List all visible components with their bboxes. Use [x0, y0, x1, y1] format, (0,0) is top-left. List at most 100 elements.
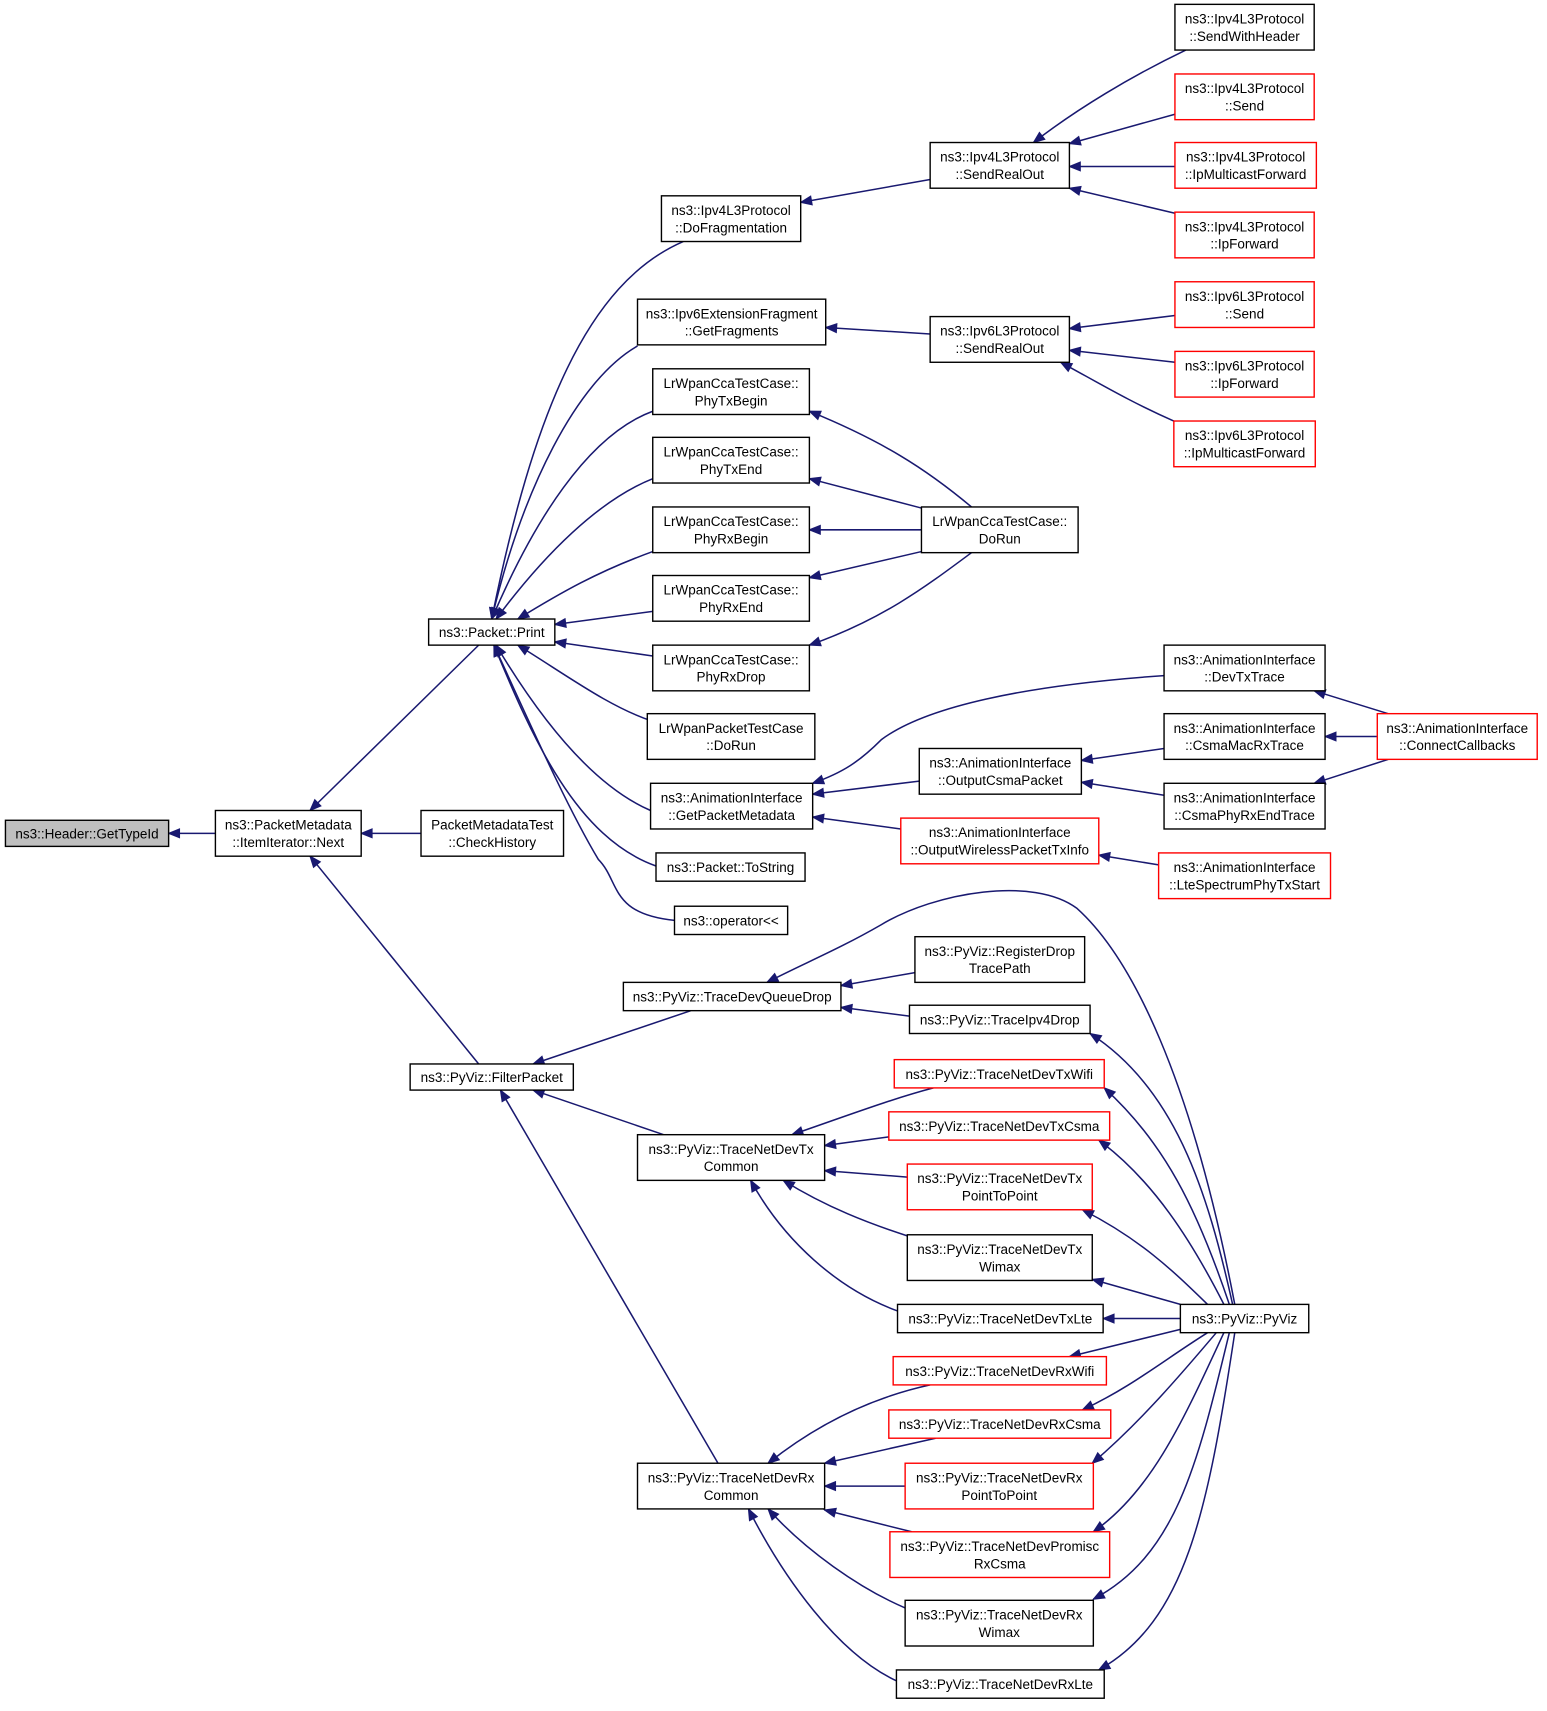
node-box [892, 1355, 1108, 1386]
node-label-line: ns3::Ipv4L3Protocol [671, 203, 790, 218]
node-label-line: ns3::Ipv4L3Protocol [1185, 11, 1304, 26]
node-anim-getpacketmetadata[interactable]: ns3::AnimationInterface::GetPacketMetada… [649, 782, 814, 830]
node-label-line: TracePath [969, 961, 1031, 976]
node-anim-outputwireless[interactable]: ns3::AnimationInterface::OutputWirelessP… [900, 817, 1100, 865]
node-pm-next[interactable]: ns3::PacketMetadata::ItemIterator::Next [214, 809, 362, 857]
edge-line [800, 178, 931, 204]
node-ipv6-ipmulticastforward[interactable]: ns3::Ipv6L3Protocol::IpMulticastForward [1173, 420, 1316, 468]
node-pyviz-tracenetdevtxwifi[interactable]: ns3::PyViz::TraceNetDevTxWifi [893, 1058, 1105, 1089]
node-anim-connectcallbacks[interactable]: ns3::AnimationInterface::ConnectCallback… [1376, 712, 1538, 761]
node-pyviz-pyviz[interactable]: ns3::PyViz::PyViz [1179, 1303, 1310, 1334]
node-pyviz-filterpacket[interactable]: ns3::PyViz::FilterPacket [409, 1063, 575, 1091]
node-packet-print[interactable]: ns3::Packet::Print [427, 618, 556, 646]
node-ipv4-ipforward[interactable]: ns3::Ipv4L3Protocol::IpForward [1174, 211, 1315, 259]
node-label-line: RxCsma [974, 1556, 1026, 1571]
edge-pyviz_tracenetdevrxwimax-to-pyviz_tracenetdevrxcommon [767, 1507, 906, 1609]
node-box [888, 1409, 1112, 1439]
node-pyviz-traceipv4drop[interactable]: ns3::PyViz::TraceIpv4Drop [908, 1004, 1091, 1035]
node-lrwpancca-phyrxbegin[interactable]: LrWpanCcaTestCase::PhyRxBegin [652, 506, 811, 554]
node-box [893, 1058, 1105, 1089]
node-label-line: ns3::Ipv4L3Protocol [1185, 81, 1304, 96]
node-label-line: LrWpanCcaTestCase:: [664, 376, 799, 391]
node-label-line: LrWpanPacketTestCase [659, 721, 804, 736]
arrowhead-icon [808, 410, 822, 421]
edge-pyviz_tracenetdevrxcsma-to-pyviz_tracenetdevrxcommon [823, 1437, 936, 1466]
arrowhead-icon [823, 1507, 837, 1518]
edge-line [824, 1509, 912, 1533]
edge-pyviz_registerdroptracepath-to-pyviz_tracedevqueuedrop [839, 971, 916, 989]
node-label-line: ns3::AnimationInterface [1174, 652, 1316, 667]
node-anim-ltespectrumphytxstart[interactable]: ns3::AnimationInterface::LteSpectrumPhyT… [1157, 852, 1332, 900]
node-box [914, 935, 1086, 984]
node-anim-csmamacrxtrace[interactable]: ns3::AnimationInterface::CsmaMacRxTrace [1163, 712, 1326, 761]
edge-line [491, 410, 654, 620]
node-label-line: LrWpanCcaTestCase:: [932, 514, 1067, 529]
node-ipv6-ipforward[interactable]: ns3::Ipv6L3Protocol::IpForward [1174, 350, 1315, 398]
node-label-line: ns3::PyViz::TraceNetDevRxCsma [899, 1417, 1101, 1432]
edge-pyviz_tracenetdevpromiscrxcsma-to-pyviz_tracenetdevrxcommon [823, 1507, 912, 1533]
node-ipv4-sendwithheader[interactable]: ns3::Ipv4L3Protocol::SendWithHeader [1174, 3, 1315, 51]
edge-anim_outputcsmapacket-to-anim_getpacketmetadata [811, 780, 920, 798]
edge-line [812, 780, 920, 795]
node-label-line: ::ConnectCallbacks [1399, 738, 1516, 753]
node-box [920, 506, 1079, 554]
node-box [214, 809, 362, 857]
node-anim-outputcsmapacket[interactable]: ns3::AnimationInterface::OutputCsmaPacke… [918, 747, 1083, 795]
arrowhead-icon [1032, 131, 1046, 144]
node-lrwpancca-dorun[interactable]: LrWpanCcaTestCase::DoRun [920, 506, 1079, 554]
edge-pyviz_pyviz-to-pyviz_tracenetdevtxlte [1101, 1313, 1181, 1324]
node-label-line: PointToPoint [962, 1189, 1038, 1204]
edge-ipv6_send-to-ipv6_sendrealout [1067, 314, 1176, 333]
edge-pyviz_pyviz-to-pyviz_tracenetdevrxwifi [1067, 1328, 1181, 1359]
node-lrwpancca-phytxbegin[interactable]: LrWpanCcaTestCase::PhyTxBegin [652, 368, 811, 416]
edge-line [490, 345, 638, 620]
arrowhead-icon [807, 476, 822, 487]
arrowhead-icon [167, 828, 181, 839]
node-ipv4-sendrealout[interactable]: ns3::Ipv4L3Protocol::SendRealOut [929, 141, 1071, 189]
edge-line [1081, 781, 1165, 797]
node-label-line: ::SendWithHeader [1189, 29, 1300, 44]
edge-ipv6ext_getfragments-to-packet_print [489, 345, 638, 621]
node-anim-csmaphyrxendtrace[interactable]: ns3::AnimationInterface::CsmaPhyRxEndTra… [1163, 782, 1326, 830]
node-pyviz-tracenetdevtxcsma[interactable]: ns3::PyViz::TraceNetDevTxCsma [888, 1111, 1111, 1141]
arrowhead-icon [839, 978, 854, 989]
edge-line [1069, 349, 1176, 364]
node-pmtest-checkhistory[interactable]: PacketMetadataTest::CheckHistory [420, 809, 565, 857]
edge-line [1069, 113, 1176, 145]
node-ipv6ext-getfragments[interactable]: ns3::Ipv6ExtensionFragment::GetFragments [636, 298, 827, 346]
node-lrwpanpacket-dorun[interactable]: LrWpanPacketTestCase::DoRun [646, 712, 816, 761]
arrowhead-icon [1067, 322, 1082, 333]
node-lrwpancca-phyrxend[interactable]: LrWpanCcaTestCase::PhyRxEnd [652, 574, 811, 622]
node-packet-tostring[interactable]: ns3::Packet::ToString [655, 852, 806, 882]
node-label-line: ns3::Packet::ToString [667, 860, 795, 875]
edge-line [493, 644, 675, 922]
node-pyviz-tracenetdevrxlte[interactable]: ns3::PyViz::TraceNetDevRxLte [895, 1669, 1105, 1699]
node-pyviz-tracenetdevrxwifi[interactable]: ns3::PyViz::TraceNetDevRxWifi [892, 1355, 1108, 1386]
node-lrwpancca-phytxend[interactable]: LrWpanCcaTestCase::PhyTxEnd [652, 436, 811, 484]
node-lrwpancca-phyrxdrop[interactable]: LrWpanCcaTestCase::PhyRxDrop [652, 644, 811, 692]
node-anim-devtxtrace[interactable]: ns3::AnimationInterface::DevTxTrace [1163, 644, 1326, 692]
arrowhead-icon [799, 195, 813, 206]
node-ipv6-send[interactable]: ns3::Ipv6L3Protocol::Send [1174, 281, 1315, 329]
edge-line [824, 1169, 908, 1178]
node-pyviz-tracedevqueuedrop[interactable]: ns3::PyViz::TraceDevQueueDrop [622, 981, 842, 1012]
edge-line [1069, 1328, 1181, 1358]
node-ipv4-send[interactable]: ns3::Ipv4L3Protocol::Send [1174, 73, 1315, 121]
node-label-line: Common [704, 1488, 759, 1503]
node-pyviz-tracenetdevtxlte[interactable]: ns3::PyViz::TraceNetDevTxLte [896, 1303, 1104, 1334]
node-label-line: ns3::AnimationInterface [929, 756, 1071, 771]
node-pyviz-tracenetdevrxcsma[interactable]: ns3::PyViz::TraceNetDevRxCsma [888, 1409, 1112, 1439]
node-ipv6-sendrealout[interactable]: ns3::Ipv6L3Protocol::SendRealOut [929, 315, 1071, 363]
node-ipv4-ipmulticastforward[interactable]: ns3::Ipv4L3Protocol::IpMulticastForward [1174, 141, 1318, 189]
node-operator-shl[interactable]: ns3::operator<< [673, 905, 789, 936]
node-ipv4-dofragmentation[interactable]: ns3::Ipv4L3Protocol::DoFragmentation [660, 195, 802, 243]
